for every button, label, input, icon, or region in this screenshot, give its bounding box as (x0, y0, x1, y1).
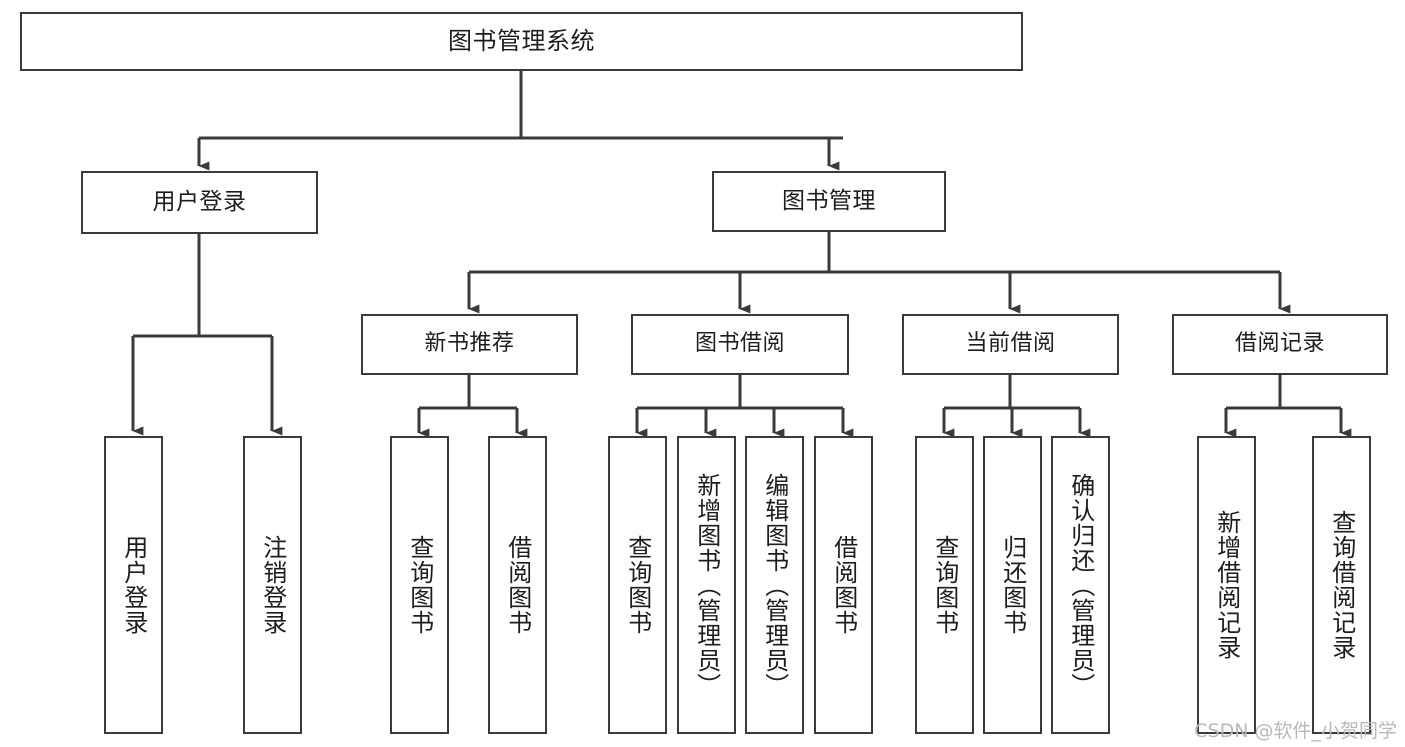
leaf-user-login-login[interactable]: 用户登录 (104, 436, 163, 734)
node-label: 新书推荐 (424, 331, 515, 357)
node-label: 确认归还（管理员） (1066, 472, 1095, 698)
node-borrow-record[interactable]: 借阅记录 (1172, 314, 1388, 375)
leaf-borrow-record-query-record[interactable]: 查询借阅记录 (1312, 436, 1371, 734)
leaf-book-borrow-edit-book-admin[interactable]: 编辑图书（管理员） (745, 436, 804, 734)
node-label: 图书管理 (782, 187, 876, 214)
leaf-user-login-logout[interactable]: 注销登录 (243, 436, 302, 734)
node-book-management[interactable]: 图书管理 (712, 171, 946, 232)
node-label: 查询图书 (405, 535, 434, 635)
node-root-book-management-system[interactable]: 图书管理系统 (20, 12, 1023, 71)
node-label: 新增图书（管理员） (692, 472, 721, 698)
leaf-book-borrow-add-book-admin[interactable]: 新增图书（管理员） (677, 436, 736, 734)
leaf-book-borrow-borrow-book[interactable]: 借阅图书 (814, 436, 873, 734)
leaf-new-book-borrow-book[interactable]: 借阅图书 (488, 436, 547, 734)
node-label: 归还图书 (998, 535, 1027, 635)
node-new-book-recommend[interactable]: 新书推荐 (361, 314, 578, 375)
csdn-watermark: CSDN @软件_小贺同学 (1194, 720, 1397, 742)
node-label: 借阅图书 (503, 535, 532, 635)
node-label: 查询图书 (623, 535, 652, 635)
node-label: 当前借阅 (965, 331, 1056, 357)
node-label: 图书借阅 (694, 331, 785, 357)
node-label: 图书管理系统 (448, 27, 595, 56)
leaf-book-borrow-query-book[interactable]: 查询图书 (608, 436, 667, 734)
node-label: 用户登录 (119, 535, 148, 635)
node-label: 借阅图书 (829, 535, 858, 635)
node-current-borrow[interactable]: 当前借阅 (902, 314, 1119, 375)
leaf-new-book-query-book[interactable]: 查询图书 (390, 436, 449, 734)
node-label: 用户登录 (152, 188, 247, 215)
node-label: 查询借阅记录 (1327, 510, 1356, 660)
leaf-current-borrow-query-book[interactable]: 查询图书 (915, 436, 974, 734)
node-user-login[interactable]: 用户登录 (81, 171, 318, 234)
node-label: 编辑图书（管理员） (760, 472, 789, 698)
node-label: 借阅记录 (1234, 331, 1325, 357)
node-label: 新增借阅记录 (1212, 510, 1241, 660)
node-label: 注销登录 (258, 535, 287, 635)
leaf-borrow-record-add-record[interactable]: 新增借阅记录 (1197, 436, 1256, 734)
node-label: 查询图书 (930, 535, 959, 635)
leaf-current-borrow-return-book[interactable]: 归还图书 (983, 436, 1042, 734)
leaf-current-borrow-confirm-return-admin[interactable]: 确认归还（管理员） (1051, 436, 1110, 734)
node-book-borrow[interactable]: 图书借阅 (631, 314, 849, 375)
